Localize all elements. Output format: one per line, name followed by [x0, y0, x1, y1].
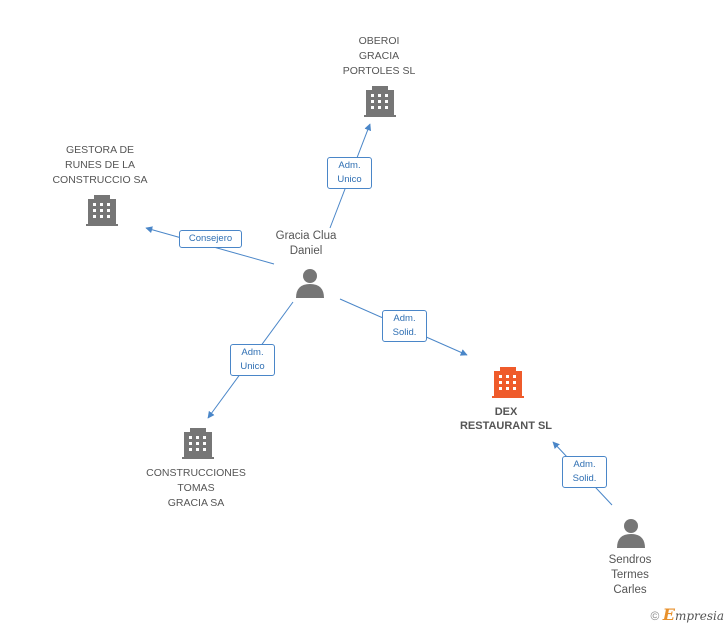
brand-name: mpresia — [674, 609, 724, 623]
building-icon[interactable] — [492, 367, 524, 398]
edge-label-construcciones: Adm. Unico — [230, 344, 275, 376]
empresia-logo-icon: E — [662, 605, 675, 624]
node-label-oberoi[interactable]: OBEROI GRACIA PORTOLES SL — [342, 35, 416, 77]
edge-label-sendros: Adm. Solid. — [562, 456, 607, 488]
node-label-gracia[interactable]: Gracia Clua Daniel — [275, 230, 337, 257]
node-label-gestora[interactable]: GESTORA DE RUNES DE LA CONSTRUCCIO SA — [52, 144, 148, 186]
node-label-construcciones[interactable]: CONSTRUCCIONES TOMAS GRACIA SA — [146, 467, 246, 509]
footer-brand: © Empresia — [651, 605, 724, 624]
node-label-sendros[interactable]: Sendros Termes Carles — [608, 554, 652, 596]
copyright-symbol: © — [650, 609, 660, 623]
building-icon[interactable] — [364, 86, 396, 117]
building-icon[interactable] — [86, 195, 118, 226]
edge-label-dex: Adm. Solid. — [382, 310, 427, 342]
edge-label-oberoi: Adm. Unico — [327, 157, 372, 189]
building-icon[interactable] — [182, 428, 214, 459]
person-icon[interactable] — [296, 269, 324, 298]
person-icon[interactable] — [617, 519, 645, 548]
edge-label-gestora: Consejero — [179, 230, 242, 248]
node-label-dex[interactable]: DEX RESTAURANT SL — [459, 406, 553, 432]
